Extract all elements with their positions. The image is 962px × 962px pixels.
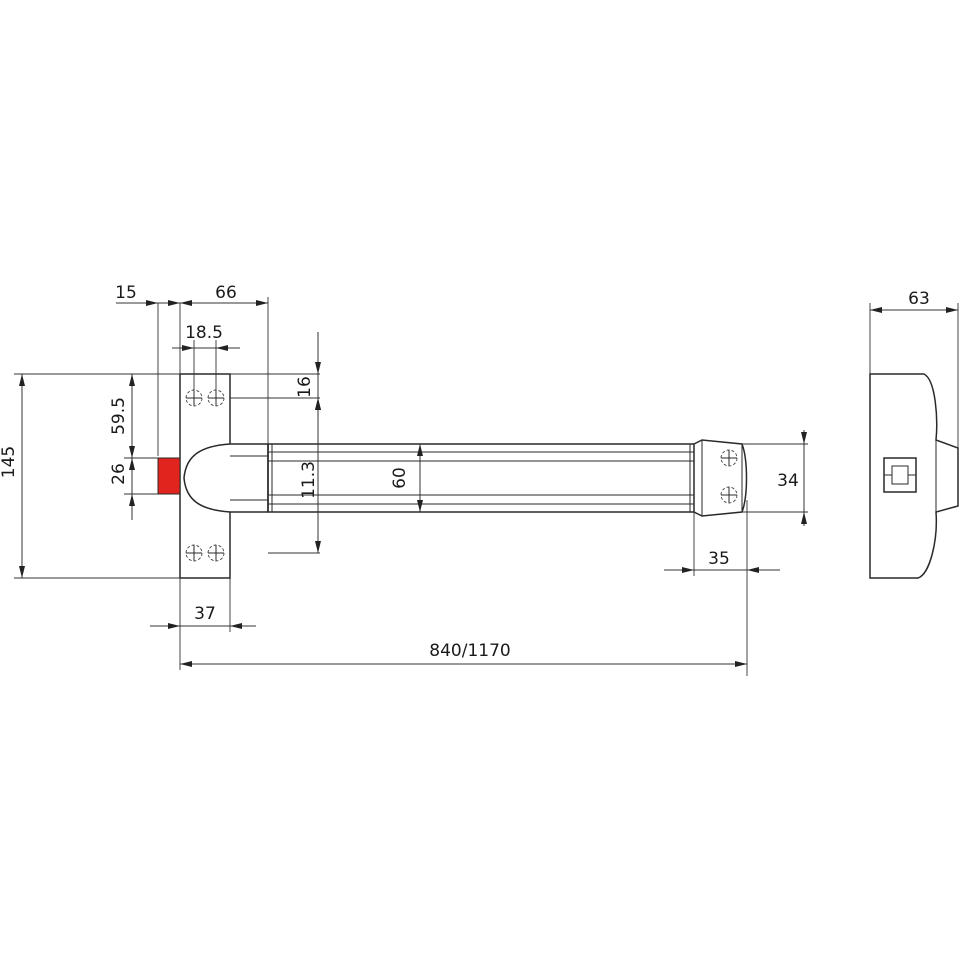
dim-35-label: 35 xyxy=(708,549,730,569)
dim-59-5-label: 59.5 xyxy=(109,397,129,435)
dimension-arrows xyxy=(19,300,958,667)
dim-60-label: 60 xyxy=(390,467,410,489)
screw-hole-icon xyxy=(207,544,225,562)
latch-bolt xyxy=(157,457,181,495)
screw-hole-icon xyxy=(720,449,738,467)
dim-26-label: 26 xyxy=(109,463,129,485)
lock-head xyxy=(183,443,269,513)
dim-145-label: 145 xyxy=(0,446,19,478)
dim-63-label: 63 xyxy=(908,289,930,309)
dim-37-label: 37 xyxy=(194,604,216,624)
dim-15-label: 15 xyxy=(115,283,137,303)
screw-hole-icon xyxy=(720,486,738,504)
dim-840-1170-label: 840/1170 xyxy=(429,641,510,661)
dim-66-label: 66 xyxy=(215,283,237,303)
dim-18-5-label: 18.5 xyxy=(185,323,223,343)
push-bar-tube xyxy=(268,443,694,513)
dim-11-3-label: 11.3 xyxy=(299,461,319,499)
mounting-plate xyxy=(179,373,269,579)
screw-holes xyxy=(185,389,738,562)
screw-hole-icon xyxy=(185,389,203,407)
screw-hole-icon xyxy=(207,389,225,407)
dim-16-label: 16 xyxy=(295,376,315,398)
dimension-lines xyxy=(14,297,959,676)
side-view-profile xyxy=(869,373,959,579)
end-cap xyxy=(693,439,748,517)
dim-34-label: 34 xyxy=(777,471,799,491)
screw-hole-icon xyxy=(185,544,203,562)
